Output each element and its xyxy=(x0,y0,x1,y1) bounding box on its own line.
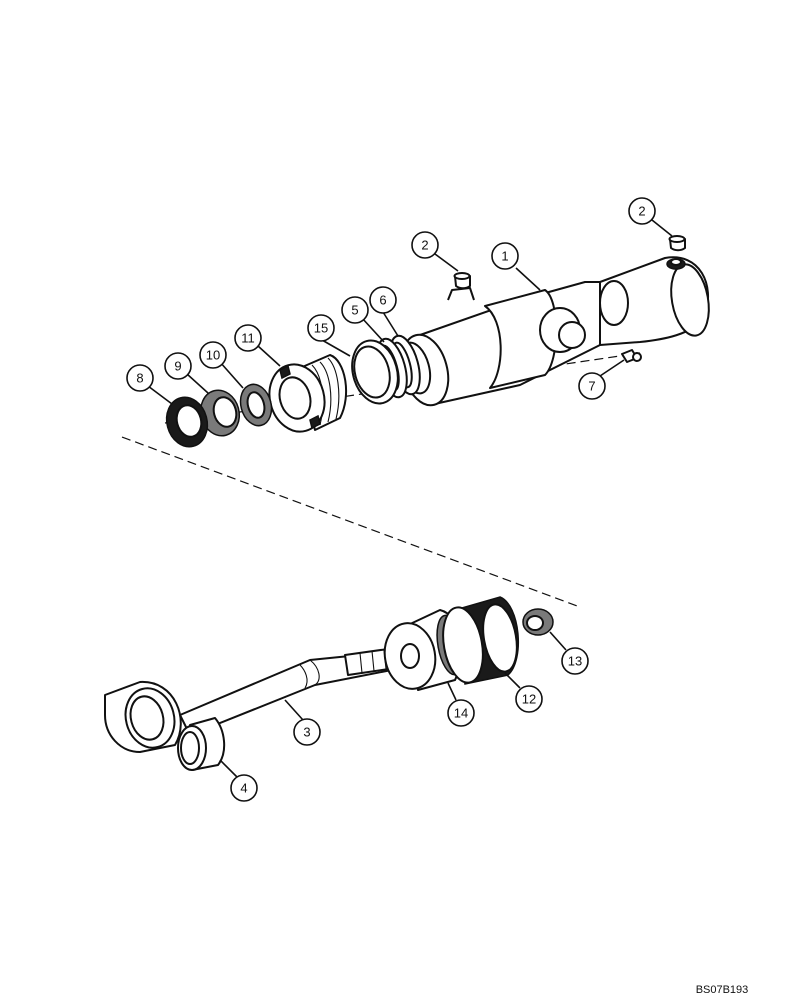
assembly-centerline xyxy=(121,436,581,608)
grease-fitting xyxy=(621,349,642,363)
gland-nut xyxy=(268,354,348,433)
callout-14: 14 xyxy=(447,699,475,727)
callout-1-label: 1 xyxy=(501,249,508,264)
lock-nut xyxy=(522,608,554,636)
callout-4: 4 xyxy=(230,774,258,802)
callout-12: 12 xyxy=(515,685,543,713)
wiper-8 xyxy=(165,396,209,448)
callout-6-label: 6 xyxy=(379,293,386,308)
callout-10-label: 10 xyxy=(206,348,220,363)
piston-rod xyxy=(104,647,413,753)
callout-3-label: 3 xyxy=(303,725,310,740)
callout-10: 10 xyxy=(199,341,227,369)
callout-2-left: 2 xyxy=(411,231,439,259)
callout-5-label: 5 xyxy=(351,303,358,318)
callout-9: 9 xyxy=(164,352,192,380)
seal-9 xyxy=(199,389,241,437)
callout-8: 8 xyxy=(126,364,154,392)
callout-7-label: 7 xyxy=(588,379,595,394)
backup-ring-15 xyxy=(351,339,399,405)
callout-14-label: 14 xyxy=(454,706,468,721)
callout-9-label: 9 xyxy=(174,359,181,374)
callout-13-label: 13 xyxy=(568,654,582,669)
bushing xyxy=(177,717,226,771)
callout-6: 6 xyxy=(369,286,397,314)
leader-lines xyxy=(147,219,673,779)
reference-code: BS07B193 xyxy=(696,984,749,996)
callout-15: 15 xyxy=(307,314,335,342)
callout-11-label: 11 xyxy=(241,331,255,346)
callout-1: 1 xyxy=(491,242,519,270)
callout-15-label: 15 xyxy=(314,321,328,336)
callout-12-label: 12 xyxy=(522,692,536,707)
piston-seal xyxy=(442,596,520,685)
callout-2-right-label: 2 xyxy=(638,204,645,219)
seal-10 xyxy=(239,383,273,427)
callout-2-left-label: 2 xyxy=(421,238,428,253)
cylinder-tube xyxy=(398,256,710,407)
callout-5: 5 xyxy=(341,296,369,324)
plug-left xyxy=(453,272,471,290)
callout-4-label: 4 xyxy=(240,781,247,796)
callout-13: 13 xyxy=(561,647,589,675)
callout-2-right: 2 xyxy=(628,197,656,225)
plug-right xyxy=(668,235,686,252)
callout-3: 3 xyxy=(293,718,321,746)
callout-8-label: 8 xyxy=(136,371,143,386)
callout-11: 11 xyxy=(234,324,262,352)
callout-7: 7 xyxy=(578,372,606,400)
